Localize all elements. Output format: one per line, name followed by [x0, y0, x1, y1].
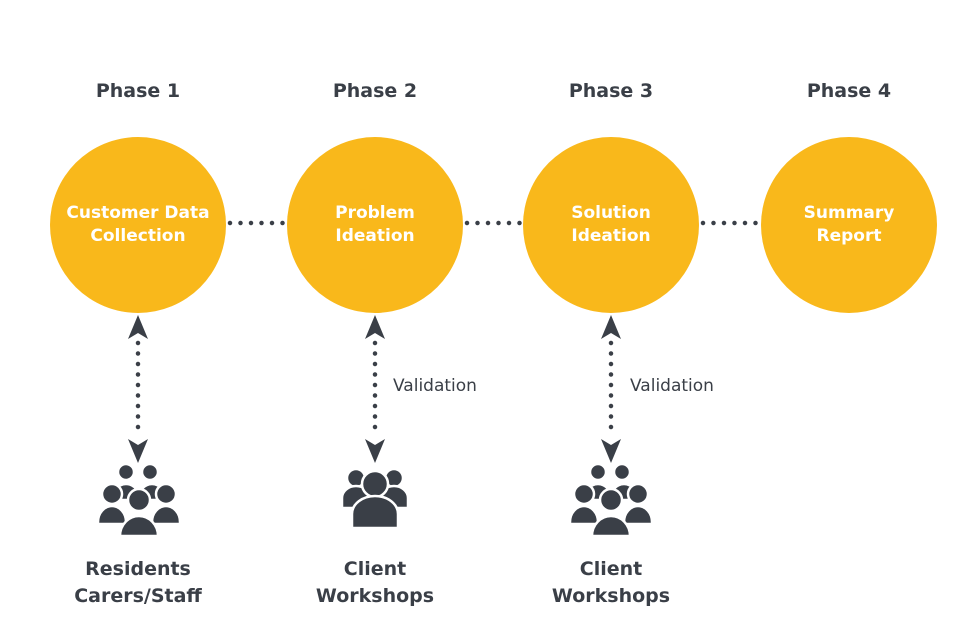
phase-3-title: Solution Ideation [571, 203, 651, 246]
phase-1-label: Phase 1 [95, 80, 181, 102]
connector-1-2 [227, 220, 288, 226]
group-label-3: Client Workshops [551, 558, 671, 607]
group-icon [98, 462, 180, 538]
phase-4-label: Phase 4 [806, 80, 892, 102]
double-arrow-2 [365, 315, 385, 463]
group-label-2: Client Workshops [315, 558, 435, 607]
connector-3-4 [700, 220, 761, 226]
team-icon [342, 468, 408, 530]
group-icon [570, 462, 652, 538]
phase-3-circle: Solution Ideation [523, 137, 699, 313]
phase-1-title: Customer Data Collection [66, 203, 210, 246]
phase-2-title: Problem Ideation [335, 203, 415, 246]
phase-2-circle: Problem Ideation [287, 137, 463, 313]
group-label-1: Residents Carers/Staff [74, 558, 202, 607]
phase-1-circle: Customer Data Collection [50, 137, 226, 313]
double-arrow-1 [128, 315, 148, 463]
phase-4-title: Summary Report [803, 203, 895, 246]
phase-3-label: Phase 3 [568, 80, 654, 102]
validation-label-2: Validation [393, 376, 477, 396]
connector-2-3 [464, 220, 525, 226]
phase-2-label: Phase 2 [332, 80, 418, 102]
phase-4-circle: Summary Report [761, 137, 937, 313]
double-arrow-3 [601, 315, 621, 463]
validation-label-3: Validation [630, 376, 714, 396]
